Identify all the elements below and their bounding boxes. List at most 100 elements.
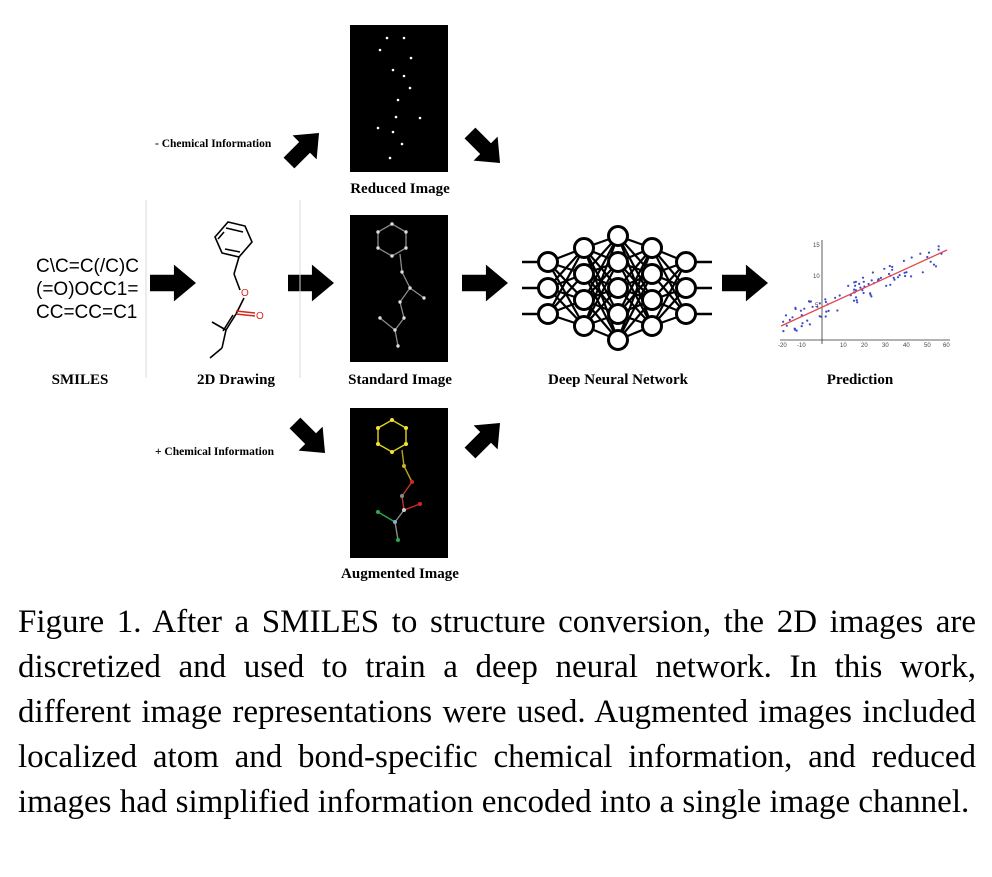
scatter-point [889,283,892,286]
scatter-point [801,322,804,325]
scatter-point [794,307,797,311]
scatter-point [807,300,811,303]
arrow-right-icon [150,264,196,302]
minus-chemical-info-label: - Chemical Information [155,138,272,150]
neuron-node [573,315,595,337]
prediction-plot: -20 -10 10 20 30 40 50 60 5 10 15 [778,240,950,349]
neuron-node [675,277,697,299]
neuron-node [641,315,663,337]
svg-text:CC=CC=C1: CC=CC=C1 [36,302,137,323]
standard-image-panel [350,215,448,362]
x-tick: 40 [903,343,910,349]
scatter-point [929,260,932,263]
arrow-up-right-icon [457,410,513,466]
smiles-label: SMILES [52,372,109,388]
scatter-point [836,309,839,312]
x-tick: 20 [861,343,868,349]
plus-chemical-info-label: + Chemical Information [155,446,275,458]
reduced-image-label: Reduced Image [350,181,450,197]
scatter-point [795,329,798,332]
scatter-point [834,296,837,299]
scatter-point [888,264,891,268]
neuron-node [641,289,663,311]
neuron-node [537,277,559,299]
svg-text:C\C=C(/C)C: C\C=C(/C)C [36,256,139,277]
scatter-point [879,276,883,279]
scatter-point [853,281,856,284]
neuron-node [573,289,595,311]
neuron-node [607,225,629,247]
reduced-image-panel [350,25,448,172]
scatter-point [905,271,908,274]
scatter-point [782,330,785,333]
x-tick: 50 [924,343,931,349]
arrow-up-right-icon [276,120,332,176]
y-tick: 10 [813,274,820,280]
scatter-point [808,323,812,326]
scatter-point [852,299,856,302]
scatter-point [818,302,821,305]
arrow-right-icon [462,264,508,302]
augmented-image-panel [350,408,448,558]
svg-text:(=O)OCC1=: (=O)OCC1= [36,279,138,300]
scatter-point [788,318,791,321]
arrow-right-icon [288,264,334,302]
scatter-point [891,268,894,271]
neuron-node [607,303,629,325]
scatter-point [803,307,806,310]
neuron-node [537,251,559,273]
scatter-point [902,259,906,262]
augmented-image-atoms [376,418,422,542]
scatter-point [824,300,828,304]
scatter-point [854,280,858,283]
x-tick: 10 [840,343,847,349]
scatter-point [855,299,858,302]
neuron-node [537,303,559,325]
pipeline-figure: C\C=C(/C)C (=O)OCC1= CC=CC=C1 SMILES - C… [36,25,950,582]
neural-network-icon [522,225,712,351]
scatter-point [827,309,830,312]
scatter-point [854,284,857,287]
x-tick: 60 [943,343,950,349]
scatter-point [784,314,788,317]
scatter-point [898,274,901,277]
scatter-point [904,274,907,278]
scatter-point [869,293,872,296]
y-tick: 5 [815,303,819,309]
scatter-point [847,284,850,287]
scatter-point [896,276,900,279]
scatter-point [799,309,803,312]
scatter-point [891,265,894,268]
scatter-point [934,265,938,268]
scatter-point [800,325,803,328]
figure-caption: Figure 1. After a SMILES to structure co… [18,604,976,820]
x-tick: 30 [882,343,889,349]
scatter-point [883,267,886,270]
drawing-label: 2D Drawing [197,372,275,388]
scatter-point [859,286,862,289]
standard-image-label: Standard Image [348,372,452,388]
smiles-string: C\C=C(/C)C (=O)OCC1= CC=CC=C1 [36,256,139,323]
neuron-node [675,251,697,273]
neuron-node [641,237,663,259]
scatter-point [858,282,861,285]
scatter-point [893,278,896,281]
neuron-node [641,263,663,285]
scatter-point [785,324,788,327]
scatter-point [824,298,827,301]
scatter-point [806,319,809,322]
scatter-point [921,271,924,274]
scatter-point [856,301,859,304]
fit-line [780,249,948,327]
neuron-node [573,263,595,285]
scatter-point [870,279,873,282]
scatter-point [816,305,819,308]
scatter-point [927,251,931,254]
scatter-point [937,248,940,251]
scatter-point [782,320,785,323]
scatter-point [791,316,794,319]
scatter-point [793,327,796,330]
scatter-point [937,245,940,248]
scatter-point [910,275,913,278]
scatter-point [838,294,841,297]
